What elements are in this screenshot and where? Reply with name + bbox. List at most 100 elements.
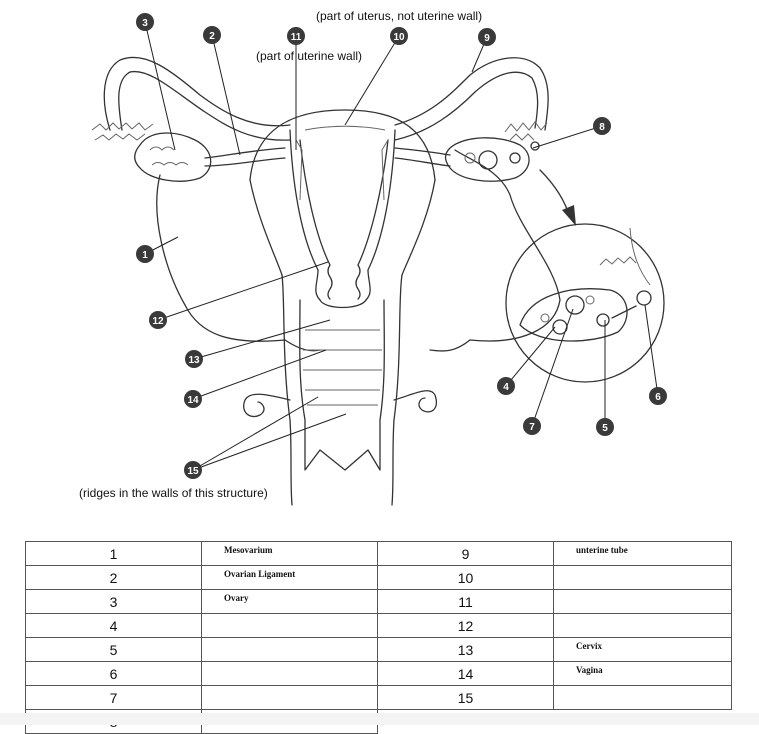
svg-text:10: 10 xyxy=(393,32,405,43)
svg-text:6: 6 xyxy=(655,392,661,403)
marker-6: 6 xyxy=(649,387,667,405)
row-number: 6 xyxy=(25,661,202,686)
note-ridges: (ridges in the walls of this structure) xyxy=(79,486,268,500)
uterus-fundus xyxy=(249,109,436,181)
table-row: 1 Mesovarium 9 unterine tube xyxy=(25,541,732,566)
marker-11: 11 xyxy=(287,27,305,45)
svg-text:14: 14 xyxy=(187,395,199,406)
answer-cell[interactable]: Ovary xyxy=(201,589,378,614)
right-ovary-follicle xyxy=(478,150,498,170)
row-number: 11 xyxy=(377,589,554,614)
table-row: 4 12 xyxy=(25,613,732,638)
row-number: 12 xyxy=(377,613,554,638)
broad-ligament xyxy=(156,149,561,342)
answer-cell[interactable]: Cervix xyxy=(553,637,732,662)
svg-text:13: 13 xyxy=(188,355,200,366)
marker-10: 10 xyxy=(390,27,408,45)
answer-cell[interactable] xyxy=(201,613,378,638)
callout-arrow-head xyxy=(562,205,576,226)
table-row: 3 Ovary 11 xyxy=(25,589,732,614)
vagina-outer xyxy=(281,274,403,506)
right-ovary-follicle-mature xyxy=(509,152,521,164)
right-uterine-tube-inner xyxy=(394,71,539,141)
marker-7: 7 xyxy=(523,417,541,435)
reproductive-anatomy-diagram: (part of uterus, not uterine wall) (part… xyxy=(79,9,667,506)
answer-cell[interactable] xyxy=(553,565,732,590)
svg-text:12: 12 xyxy=(152,316,164,327)
marker-15: 15 xyxy=(184,461,202,479)
zoomed-ovary xyxy=(519,227,652,342)
row-number: 5 xyxy=(25,637,202,662)
cervical-canal xyxy=(327,264,361,300)
answer-cell[interactable] xyxy=(553,685,732,710)
row-number: 2 xyxy=(25,565,202,590)
row-number: 7 xyxy=(25,685,202,710)
right-uterine-tube xyxy=(394,57,549,131)
note-uterine-wall-part: (part of uterine wall) xyxy=(256,49,362,63)
uterus-outer-wall xyxy=(249,179,436,276)
answer-cell[interactable] xyxy=(553,613,732,638)
table-row: 2 Ovarian Ligament 10 xyxy=(25,565,732,590)
right-ovary xyxy=(444,137,530,182)
note-uterus-part: (part of uterus, not uterine wall) xyxy=(316,9,482,23)
leader-lines xyxy=(144,21,659,471)
uterine-body-fill xyxy=(304,125,386,131)
broad-ligament-lower xyxy=(284,339,471,352)
svg-text:15: 15 xyxy=(187,466,199,477)
bottom-strip xyxy=(0,713,759,725)
uterine-wall-inner xyxy=(289,129,396,271)
answer-cell[interactable] xyxy=(201,685,378,710)
marker-3: 3 xyxy=(136,13,154,31)
row-number: 9 xyxy=(377,541,554,566)
marker-5: 5 xyxy=(596,418,614,436)
left-ovary xyxy=(134,132,212,182)
answer-cell[interactable] xyxy=(201,637,378,662)
right-fimbriae xyxy=(504,121,548,141)
svg-text:2: 2 xyxy=(209,31,215,42)
marker-2: 2 xyxy=(203,26,221,44)
left-fimbriae xyxy=(91,122,154,141)
table-row: 7 15 xyxy=(25,685,732,710)
answer-cell[interactable] xyxy=(201,661,378,686)
uterine-cavity xyxy=(299,139,389,266)
svg-text:3: 3 xyxy=(142,18,148,29)
right-ovarian-ligament xyxy=(394,147,451,167)
answer-cell[interactable]: Vagina xyxy=(553,661,732,686)
vagina-inner xyxy=(299,299,385,471)
answer-cell[interactable]: Ovarian Ligament xyxy=(201,565,378,590)
svg-text:1: 1 xyxy=(142,250,148,261)
uterine-wall-line xyxy=(295,139,389,201)
row-number: 14 xyxy=(377,661,554,686)
row-number: 1 xyxy=(25,541,202,566)
row-number: 15 xyxy=(377,685,554,710)
marker-8: 8 xyxy=(593,117,611,135)
svg-text:9: 9 xyxy=(484,33,490,44)
marker-14: 14 xyxy=(184,390,202,408)
left-ovary-texture xyxy=(149,146,189,166)
answer-cell[interactable] xyxy=(553,589,732,614)
vaginal-fornix xyxy=(319,299,367,309)
left-gland xyxy=(243,393,291,418)
marker-9: 9 xyxy=(478,28,496,46)
right-ovary-follicle-small xyxy=(464,152,476,164)
left-uterine-tube-inner xyxy=(118,70,291,141)
marker-13: 13 xyxy=(185,350,203,368)
answer-cell[interactable]: Mesovarium xyxy=(201,541,378,566)
cervix xyxy=(315,269,371,301)
row-number: 3 xyxy=(25,589,202,614)
table-row: 6 14 Vagina xyxy=(25,661,732,686)
svg-text:7: 7 xyxy=(529,422,535,433)
zoom-circle xyxy=(505,223,665,383)
row-number: 13 xyxy=(377,637,554,662)
marker-4: 4 xyxy=(497,377,515,395)
row-number: 4 xyxy=(25,613,202,638)
marker-12: 12 xyxy=(149,311,167,329)
row-number: 10 xyxy=(377,565,554,590)
answer-cell[interactable]: unterine tube xyxy=(553,541,732,566)
svg-text:11: 11 xyxy=(291,32,302,43)
table-row: 5 13 Cervix xyxy=(25,637,732,662)
answer-table: 1 Mesovarium 9 unterine tube 2 Ovarian L… xyxy=(25,541,732,734)
svg-text:8: 8 xyxy=(599,122,605,133)
vaginal-ridges xyxy=(303,329,382,406)
marker-1: 1 xyxy=(136,245,154,263)
